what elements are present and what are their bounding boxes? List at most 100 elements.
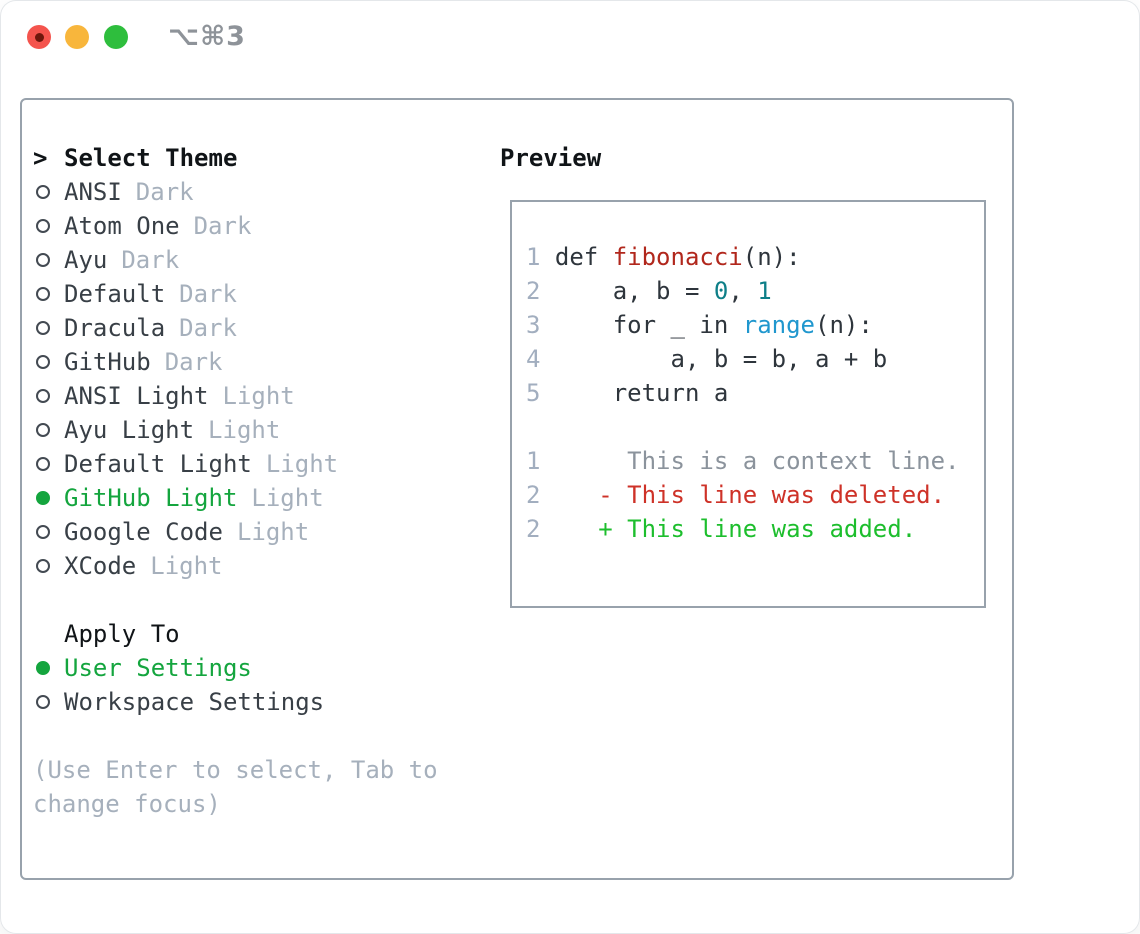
option-label: XCode xyxy=(64,552,137,580)
line-number: 2 xyxy=(526,481,555,509)
apply-to-header: Apply To xyxy=(33,617,493,651)
option-label: Atom One xyxy=(64,212,180,240)
option-label: Default xyxy=(64,280,166,308)
option-label: Google Code xyxy=(64,518,223,546)
option-label: Ayu Light xyxy=(64,416,195,444)
theme-option-google-code[interactable]: Google Code Light xyxy=(33,515,493,549)
theme-variant-tag: Dark xyxy=(179,314,237,342)
theme-option-dracula[interactable]: Dracula Dark xyxy=(33,311,493,345)
option-label: Default Light xyxy=(64,450,252,478)
apply-option-user-settings[interactable]: User Settings xyxy=(33,651,493,685)
code-line: 3 for _ in range(n): xyxy=(526,308,984,342)
theme-option-xcode[interactable]: XCode Light xyxy=(33,549,493,583)
theme-variant-tag: Light xyxy=(265,450,339,478)
option-label: Dracula xyxy=(64,314,166,342)
code-token: - This line was deleted. xyxy=(554,481,946,509)
theme-option-ayu-light[interactable]: Ayu Light Light xyxy=(33,413,493,447)
option-label: GitHub Light xyxy=(64,484,238,512)
theme-variant-tag: Dark xyxy=(193,212,252,240)
code-line: 1 This is a context line. xyxy=(526,444,984,478)
code-token: (n): xyxy=(815,311,873,339)
code-token: return a xyxy=(554,379,729,407)
code-token: for _ in xyxy=(554,311,743,339)
radio-icon xyxy=(36,423,50,437)
line-number: 2 xyxy=(526,515,555,543)
code-line: 2 a, b = 0, 1 xyxy=(526,274,984,308)
theme-variant-tag: Dark xyxy=(164,348,223,376)
line-number: 4 xyxy=(526,345,555,373)
spacer xyxy=(33,583,493,617)
hint-text: (Use Enter to select, Tab to change focu… xyxy=(33,756,438,818)
line-number xyxy=(526,413,555,441)
close-button[interactable] xyxy=(27,25,51,49)
code-line: 1 def fibonacci(n): xyxy=(526,240,984,274)
close-dot-icon xyxy=(34,32,44,42)
code-token: 1 xyxy=(757,277,772,305)
prompt-icon: > xyxy=(33,144,48,172)
code-token: (n): xyxy=(742,243,801,271)
code-token: a, b = xyxy=(554,277,714,305)
radio-icon xyxy=(36,695,50,709)
radio-icon xyxy=(36,559,50,573)
preview-title: Preview xyxy=(500,144,602,172)
radio-icon xyxy=(36,525,50,539)
theme-option-github[interactable]: GitHub Dark xyxy=(33,345,493,379)
radio-icon xyxy=(36,321,50,335)
apply-to-title: Apply To xyxy=(64,620,180,648)
code-token: This is a context line. xyxy=(554,447,960,475)
option-label: GitHub xyxy=(64,348,151,376)
theme-variant-tag: Dark xyxy=(179,280,237,308)
radio-icon xyxy=(36,185,50,199)
code-line xyxy=(526,410,984,444)
radio-selected-icon xyxy=(36,491,50,505)
window-shortcut-label: ⌥⌘3 xyxy=(168,21,246,52)
theme-option-atom-one[interactable]: Atom One Dark xyxy=(33,209,493,243)
code-token: 0 xyxy=(713,277,729,305)
apply-option-workspace-settings[interactable]: Workspace Settings xyxy=(33,685,493,719)
zoom-button[interactable] xyxy=(104,25,128,49)
theme-option-ayu[interactable]: Ayu Dark xyxy=(33,243,493,277)
radio-icon xyxy=(36,389,50,403)
line-number: 5 xyxy=(526,379,555,407)
line-number: 1 xyxy=(526,243,555,271)
theme-option-default-light[interactable]: Default Light Light xyxy=(33,447,493,481)
option-label: Workspace Settings xyxy=(64,688,325,716)
radio-icon xyxy=(36,253,50,267)
theme-variant-tag: Dark xyxy=(135,178,194,206)
code-token: range xyxy=(742,311,815,339)
line-number: 3 xyxy=(526,311,555,339)
code-token: def xyxy=(554,243,613,271)
code-token: fibonacci xyxy=(612,243,743,271)
radio-icon xyxy=(36,219,50,233)
code-line: 5 return a xyxy=(526,376,984,410)
minimize-button[interactable] xyxy=(65,25,89,49)
radio-icon xyxy=(36,457,50,471)
line-number: 2 xyxy=(526,277,555,305)
theme-variant-tag: Light xyxy=(208,416,281,444)
radio-selected-icon xyxy=(36,661,50,675)
theme-option-default[interactable]: Default Dark xyxy=(33,277,493,311)
theme-variant-tag: Light xyxy=(150,552,223,580)
radio-icon xyxy=(36,287,50,301)
code-token: a, b = b, a + b xyxy=(554,345,888,373)
option-label: Ayu xyxy=(64,246,108,274)
code-line: 2 + This line was added. xyxy=(526,512,984,546)
radio-icon xyxy=(36,355,50,369)
option-label: ANSI Light xyxy=(64,382,209,410)
theme-variant-tag: Dark xyxy=(121,246,180,274)
code-token: , xyxy=(728,277,758,305)
select-theme-title: Select Theme xyxy=(64,144,238,172)
select-theme-header: > Select Theme xyxy=(33,141,493,175)
code-line: 4 a, b = b, a + b xyxy=(526,342,984,376)
line-number: 1 xyxy=(526,447,555,475)
code-line: 2 - This line was deleted. xyxy=(526,478,984,512)
theme-variant-tag: Light xyxy=(236,518,310,546)
